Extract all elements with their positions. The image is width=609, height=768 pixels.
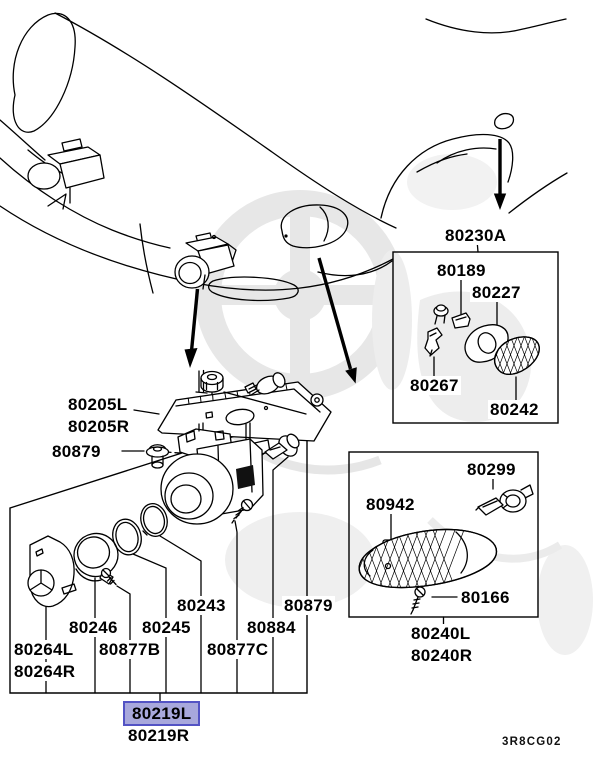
part-label-80205L[interactable]: 80205L [66,395,130,414]
part-label-80879-left[interactable]: 80879 [50,442,103,461]
part-label-80205R[interactable]: 80205R [66,417,132,436]
part-label-80246[interactable]: 80246 [67,618,120,637]
part-label-80264L[interactable]: 80264L [12,640,76,659]
part-clip-pin [433,304,449,325]
part-label-80240L[interactable]: 80240L [409,624,473,643]
hood-line [54,12,397,229]
part-label-80240R[interactable]: 80240R [409,646,475,665]
part-label-80219L-highlighted[interactable]: 80219L [123,701,201,726]
fender-outline [380,18,568,219]
part-label-80243[interactable]: 80243 [175,596,228,615]
part-80240-lens [358,528,498,589]
side-marker-hole [494,112,515,130]
part-label-80879-right[interactable]: 80879 [282,596,335,615]
part-80242-lens [494,336,540,375]
arrow-down-icon [184,288,200,368]
pointer-arrows [184,139,507,384]
box-80230A [392,251,559,424]
part-80879-grommet [145,444,170,469]
part-label-80877C[interactable]: 80877C [205,640,271,659]
part-80189-bulb [451,312,471,329]
headlight-cover-right [280,204,349,249]
part-label-80219R[interactable]: 80219R [126,726,192,745]
part-bulb-socket-lower [261,433,300,460]
drawing-code: 3R8CG02 [502,736,562,748]
bumper-intake [207,276,299,302]
part-label-80267[interactable]: 80267 [408,376,461,395]
arrow-down-right-icon [317,257,357,384]
arrow-down-fender-icon [493,139,507,210]
part-label-80877B[interactable]: 80877B [97,640,163,659]
part-label-80299[interactable]: 80299 [465,460,518,479]
side-marker-fender-parts [424,304,540,375]
part-label-80264R[interactable]: 80264R [12,662,78,681]
foglamp-trim-parts [27,503,168,608]
part-label-80245[interactable]: 80245 [140,618,193,637]
part-nut [200,370,224,393]
headlight-cover-left [12,12,76,133]
part-label-80230A[interactable]: 80230A [443,226,509,245]
part-label-80884[interactable]: 80884 [245,618,298,637]
part-80246-bezel [73,532,119,585]
foglamp-assembly-drawing [145,369,332,525]
part-80245-gasket [112,518,142,556]
part-label-80189[interactable]: 80189 [435,261,488,280]
part-foglamp-unit [160,422,271,525]
part-bulb-socket-upper [244,372,286,396]
part-80267-clip [424,327,443,357]
part-label-80942[interactable]: 80942 [364,495,417,514]
car-front-outline [0,12,568,302]
foglamp-mounted-left [27,138,105,210]
foglamp-mounted-right [174,232,237,290]
part-label-80242[interactable]: 80242 [488,400,541,419]
part-80877B-screw [100,567,117,586]
part-80877C-screw [231,498,254,524]
part-80299-socket [475,484,534,516]
side-marker-bumper-parts [358,484,534,615]
part-80243-ring [140,503,168,537]
part-80166-screw [410,586,426,615]
part-label-80166[interactable]: 80166 [459,588,512,607]
part-80264-cover [27,535,77,608]
part-label-80227[interactable]: 80227 [470,283,523,302]
